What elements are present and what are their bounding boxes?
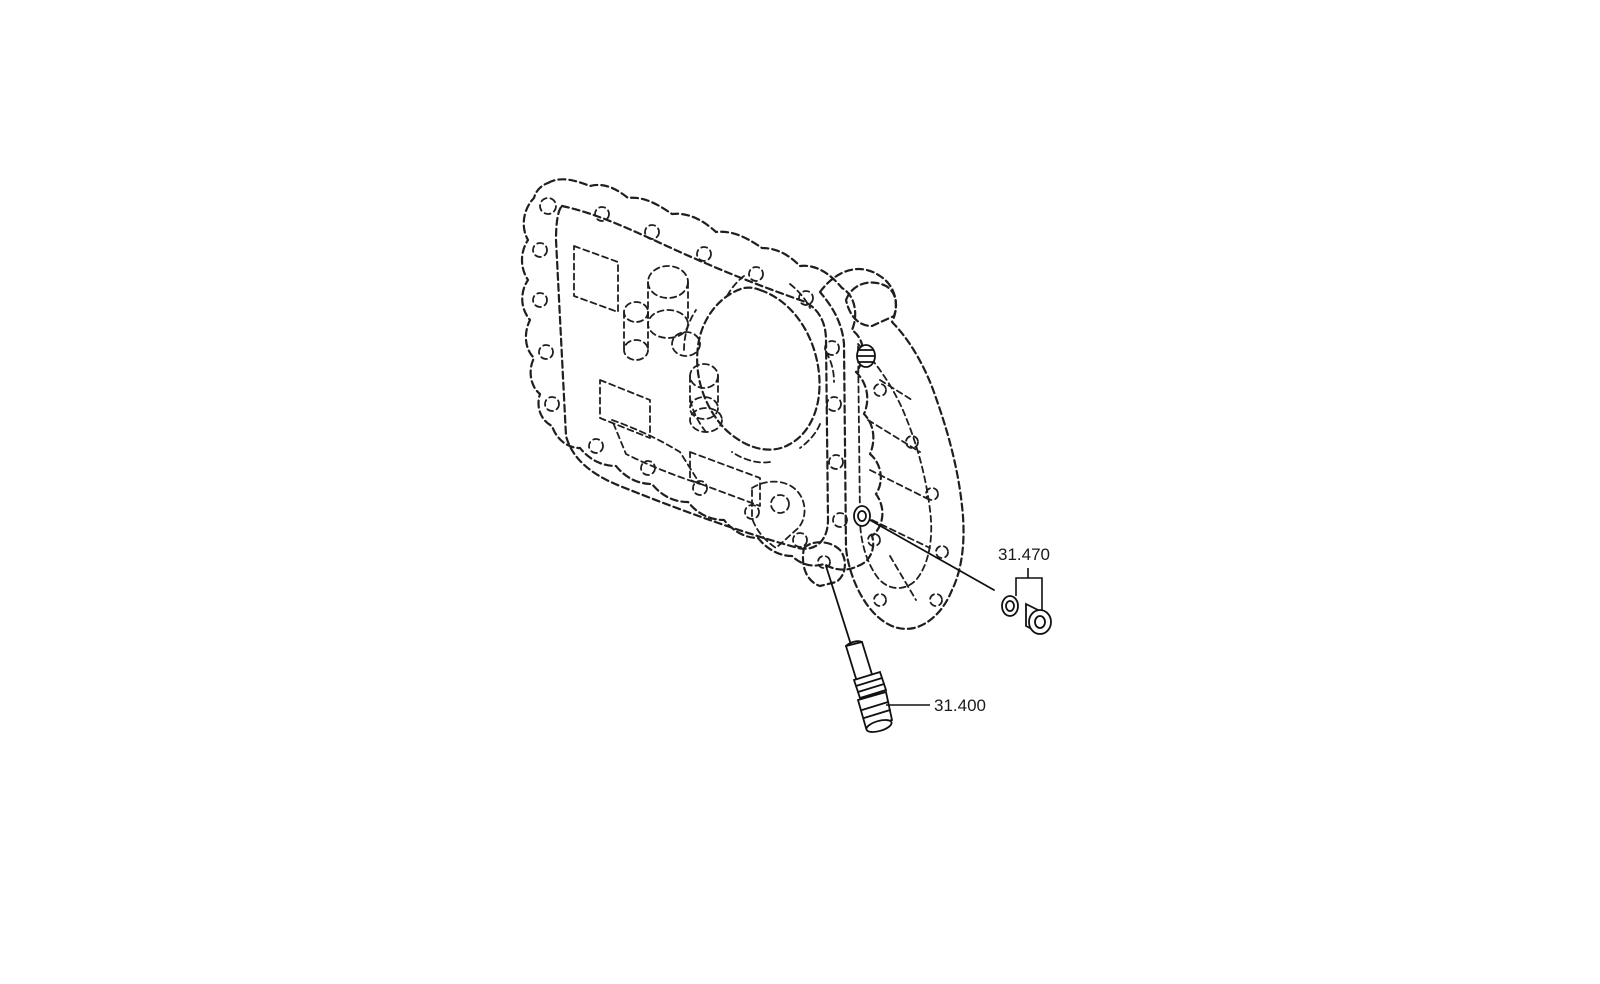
bearing-bore-scallops [683,275,835,464]
housing-pocket-lower-right [689,451,761,507]
flange-bolt-holes [532,197,848,548]
screw-plug-part[interactable] [1025,602,1052,635]
speed-sensor-part[interactable] [825,565,894,734]
sensor-part-label[interactable]: 31.400 [934,696,986,715]
transmission-housing [520,178,965,630]
housing-rib-upper [573,245,619,313]
side-extension-ribs [867,379,931,601]
plug-set-part-label[interactable]: 31.470 [998,545,1050,564]
sealing-ring-part[interactable] [1001,595,1019,617]
plug-set-bracket [1015,568,1043,610]
upper-threaded-plug [856,344,876,368]
sensor-port-hole [770,494,790,514]
sensor-install-axis [825,565,853,649]
housing-outer-flange [520,178,884,571]
internal-bosses [623,265,723,433]
side-extension-top-cap [844,281,897,328]
lower-plug-port [853,505,871,527]
housing-inner-flange [554,204,830,550]
sensor-mount-lug [801,541,846,588]
sensor-port-bracket [751,480,806,549]
plug-install-axis [869,519,995,591]
main-bearing-bore [696,286,821,451]
side-extension-inner [857,343,933,589]
sensor-tip [865,719,893,733]
sensor-threaded-end [856,690,894,730]
housing-rib-middle [599,379,651,439]
sensor-mount-hole [817,555,831,569]
side-extension-holes [867,383,949,607]
